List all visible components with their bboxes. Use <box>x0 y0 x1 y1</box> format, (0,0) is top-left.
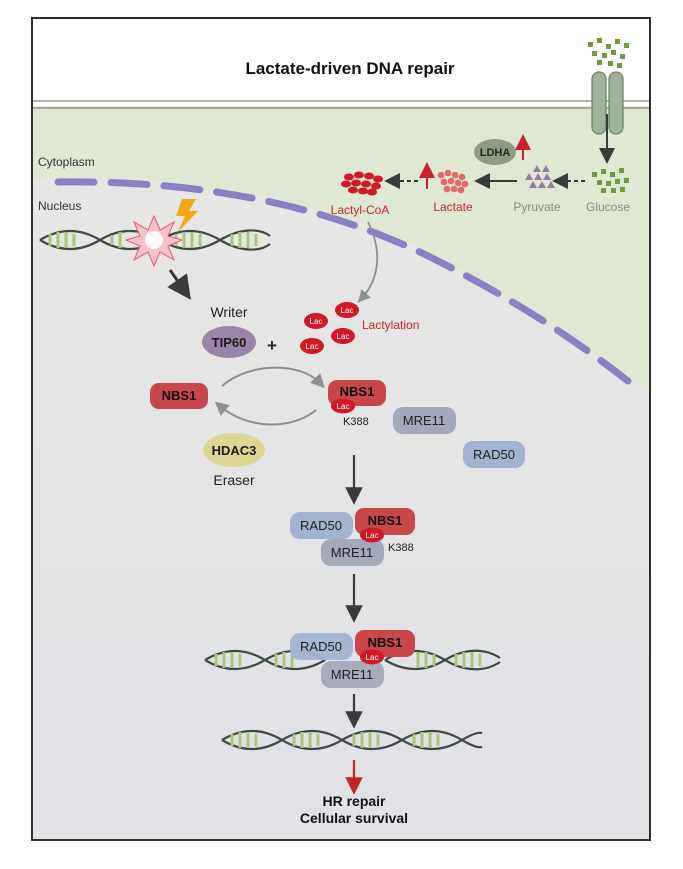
rad50-label: RAD50 <box>300 639 342 654</box>
tip60-enzyme: TIP60 <box>202 326 256 358</box>
damage-to-writer-arrow <box>167 269 191 300</box>
figure-title: Lactate-driven DNA repair <box>245 59 454 78</box>
lac-tag: Lac <box>337 332 350 341</box>
lac-tag: Lac <box>310 317 323 326</box>
plus-sign: + <box>267 336 277 355</box>
writer-label: Writer <box>210 304 247 320</box>
extracellular-glucose-icon <box>588 38 629 68</box>
glucose-cluster-icon <box>592 168 629 193</box>
rad50-on-dna <box>290 633 353 660</box>
figure-border <box>31 17 651 841</box>
header-band <box>32 18 650 99</box>
pyruvate-cluster-icon <box>525 165 555 188</box>
dna-damage-burst-icon <box>124 214 184 268</box>
nbs1-label: NBS1 <box>162 388 197 403</box>
pyruvate-label: Pyruvate <box>513 200 561 214</box>
nbs1-unmodified: NBS1 <box>150 383 208 409</box>
nucleus-label: Nucleus <box>38 199 81 213</box>
rad50-in-complex <box>290 512 353 539</box>
rad50-label: RAD50 <box>473 447 515 462</box>
lactylation-cycle-reverse-arrow <box>214 401 317 426</box>
ldha-enzyme: LDHA <box>474 139 516 165</box>
nbs1-label: NBS1 <box>340 384 375 399</box>
lac-tag: Lac <box>366 653 379 662</box>
rad50-label: RAD50 <box>300 518 342 533</box>
mrn-complex: RAD50 MRE11 NBS1 Lac <box>290 508 415 566</box>
lactylation-label: Lactylation <box>362 318 419 332</box>
mrn-complex-on-dna: RAD50 MRE11 NBS1 Lac <box>290 630 415 688</box>
nuclear-envelope <box>54 178 632 385</box>
k388-site-label: K388 <box>388 542 414 554</box>
mre11-free: MRE11 <box>393 407 456 434</box>
outcome-line-1: HR repair <box>322 793 386 809</box>
mre11-on-dna <box>321 661 384 688</box>
mre11-label: MRE11 <box>331 667 373 682</box>
outcome-line-2: Cellular survival <box>300 810 408 826</box>
lightning-bolt-icon <box>176 199 198 232</box>
nbs1-label: NBS1 <box>368 635 403 650</box>
mre11-in-complex <box>321 539 384 566</box>
lac-group-2: Lac <box>335 302 359 318</box>
lac-group-1: Lac <box>304 313 328 329</box>
lactate-cluster-icon <box>437 169 469 194</box>
lac-tag: Lac <box>366 531 379 540</box>
lac-tag: Lac <box>341 306 354 315</box>
lactyl-coa-cluster-icon <box>341 171 383 196</box>
rad50-free: RAD50 <box>463 441 525 468</box>
k388-site-label: K388 <box>343 416 369 428</box>
nucleus-region <box>32 177 650 840</box>
cytoplasm-label: Cytoplasm <box>38 155 95 169</box>
nbs1-lactylated: NBS1 Lac <box>328 380 386 414</box>
mre11-label: MRE11 <box>331 545 373 560</box>
lactate-label: Lactate <box>433 200 473 214</box>
mre11-label: MRE11 <box>403 413 445 428</box>
nbs1-label: NBS1 <box>368 513 403 528</box>
eraser-label: Eraser <box>213 472 255 488</box>
glucose-label: Glucose <box>586 200 630 214</box>
ldha-label: LDHA <box>480 147 511 159</box>
lactyl-coa-label: Lactyl-CoA <box>331 203 390 217</box>
hdac3-label: HDAC3 <box>212 443 257 458</box>
lac-group-4: Lac <box>300 338 324 354</box>
repaired-dna-helix <box>221 730 483 750</box>
hdac3-enzyme: HDAC3 <box>203 433 265 467</box>
lactylcoa-to-lactylation-arrow <box>357 221 379 303</box>
lactylation-cycle-forward-arrow <box>221 366 325 389</box>
glucose-transporter-icon <box>591 71 624 135</box>
lac-tag: Lac <box>337 402 350 411</box>
lac-tag: Lac <box>306 342 319 351</box>
tip60-label: TIP60 <box>212 335 247 350</box>
lac-group-3: Lac <box>331 328 355 344</box>
